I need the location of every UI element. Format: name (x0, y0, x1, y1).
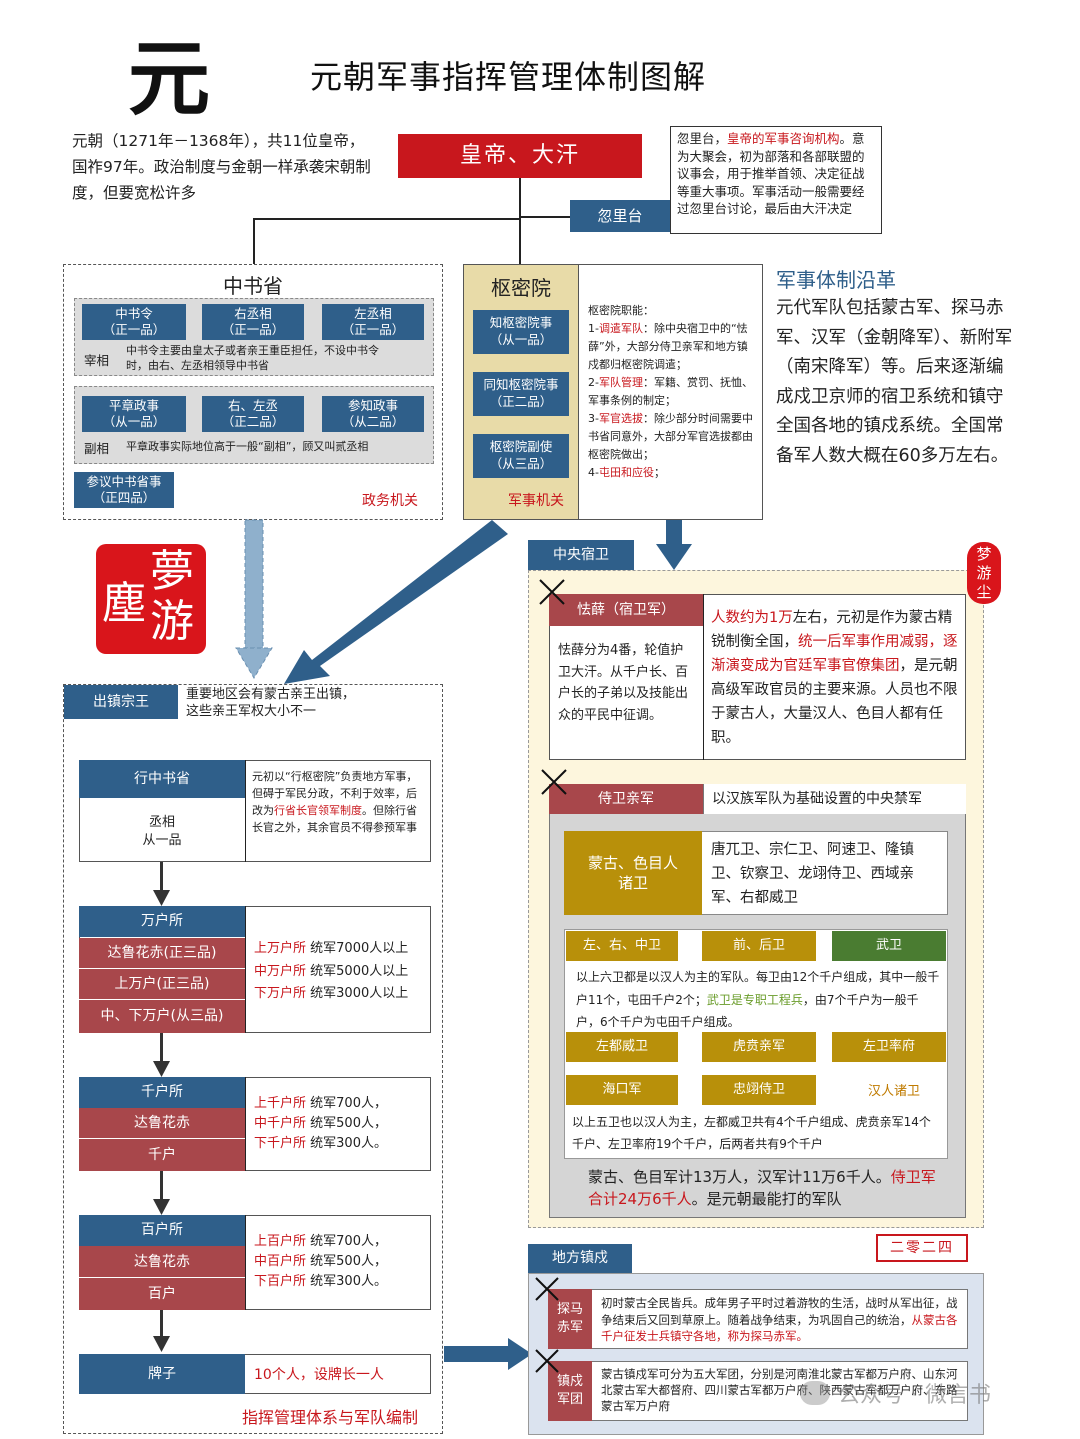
emperor-box: 皇帝、大汗 (398, 134, 642, 178)
post-zhishumi: 知枢密院事（从一品） (473, 310, 569, 354)
han-label: 汉人诸卫 (868, 1084, 921, 1099)
connector (253, 218, 255, 264)
wei-wuwei: 武卫 (832, 931, 946, 961)
cross-icon (535, 1349, 559, 1373)
tanma-head: 探马赤军 (548, 1289, 592, 1349)
left-label: 指挥管理体系与军队编制 (242, 1408, 419, 1427)
qianhu-row-1: 达鲁花赤 (79, 1108, 245, 1139)
title-big-char: 元 (128, 31, 211, 127)
shiwei-head: 侍卫亲军 (549, 784, 703, 814)
evolution-title: 军事体制沿革 (776, 268, 896, 292)
five-note: 以上五卫也以汉人为主，左都威卫共有4个千户组成、虎贲亲军14个千户、左卫率府19… (572, 1115, 931, 1151)
shumi-label: 军事机关 (508, 493, 564, 509)
shiwei-sum: 蒙古、色目军计13万人，汉军计11万6千人。侍卫军合计24万6千人。是元朝最能打… (588, 1168, 936, 1208)
shumi-title: 枢密院 (491, 276, 551, 300)
cross-icon (541, 769, 567, 795)
wei-zuoweilv: 左卫率府 (832, 1032, 946, 1062)
tanma-card (548, 1289, 968, 1349)
wanhu-head: 万户所 (79, 906, 245, 937)
wanhu-row-1: 达鲁花赤(正三品) (79, 938, 245, 969)
post-youzuocheng: 右、左丞（正二品） (202, 396, 304, 432)
divider (703, 594, 704, 760)
post-pingzhang: 平章政事（从一品） (82, 396, 186, 432)
post-fushi: 枢密院副使（从三品） (473, 434, 569, 478)
tanma-note: 初时蒙古全民皆兵。成年男子平时过着游牧的生活，战时从军出征，战争结束后又回到草原… (601, 1296, 958, 1343)
mongol-box: 蒙古、色目人诸卫 (564, 831, 702, 915)
baihu-head: 百户所 (79, 1215, 245, 1246)
shumi-duties-panel (579, 264, 763, 520)
divider (245, 760, 246, 862)
zhongshu-label: 政务机关 (362, 493, 418, 509)
baihu-lines: 上百户所 统军700人， 中百户所 统军500人， 下百户所 统军300人。 (254, 1234, 387, 1289)
paizi-note: 10个人，设牌长一人 (254, 1367, 384, 1383)
group-label-fuxiang: 副相 (84, 441, 110, 456)
connector (253, 218, 520, 220)
paizi-head: 牌子 (79, 1354, 245, 1394)
connector (520, 216, 570, 218)
mongol-list: 唐兀卫、宗仁卫、阿速卫、隆镇卫、钦察卫、龙翊侍卫、西域亲军、右都威卫 (711, 842, 914, 906)
wechat-icon (800, 1381, 830, 1405)
baihu-row-1: 达鲁花赤 (79, 1246, 245, 1278)
kexue-right: 人数约为1万左右，元初是作为蒙古精锐制衡全国，统一后军事作用减弱，逐渐演变成为官… (711, 610, 958, 746)
xingsheng-post: 丞相从一品 (142, 815, 182, 848)
wei-zhongyi: 忠翊侍卫 (702, 1075, 816, 1105)
post-zuochengxiang: 左丞相（正一品） (322, 304, 424, 340)
baihu-row-2: 百户 (79, 1278, 245, 1310)
zaixiang-note: 中书令主要由皇太子或者亲王重臣担任，不设中书令时，由右、左丞相领导中书省 (126, 344, 379, 372)
tab-local: 地方镇戍 (528, 1244, 632, 1273)
page-title: 元朝军事指挥管理体制图解 (310, 58, 707, 96)
post-tongzhi: 同知枢密院事（正二品） (473, 372, 569, 416)
post-canyi: 参议中书省事（正四品） (74, 472, 174, 508)
zhenshu-note: 蒙古镇戍军可分为五大军团，分别是河南淮北蒙古军都万户府、山东河北蒙古军大都督府、… (601, 1367, 958, 1413)
wanhu-row-3: 中、下万户(从三品) (79, 1000, 245, 1033)
post-canzhi: 参知政事（从二品） (322, 396, 424, 432)
seal-stamp: 塵 夢 游 (96, 544, 206, 654)
divider (245, 1077, 246, 1171)
divider (245, 1215, 246, 1310)
evolution-text: 元代军队包括蒙古军、探马赤军、汉军（金朝降军）、新附军（南宋降军）等。后来逐渐编… (776, 298, 1013, 466)
intro-text: 元朝（1271年－1368年），共11位皇帝，国祚97年。政治制度与金朝一样承袭… (72, 132, 371, 202)
cross-icon (539, 579, 565, 605)
khuriltai-tab: 忽里台 (570, 200, 670, 232)
connector (519, 178, 521, 264)
wei-huben: 虎贲亲军 (702, 1032, 816, 1062)
xingsheng-card (79, 760, 431, 862)
group-label-zaixiang: 宰相 (84, 353, 110, 368)
post-youchengxiang: 右丞相（正一品） (202, 304, 304, 340)
kexue-head: 怯薛（宿卫军） (549, 594, 703, 626)
xingsheng-note: 元初以“行枢密院”负责地方军事，但碍于军民分政，不利于效率，后改为行省长官领军制… (252, 770, 418, 834)
zhenshu-card (548, 1361, 968, 1421)
shumi-duties: 枢密院职能： 1-调遣军队：除中央宿卫中的“怯薛”外，大部分侍卫亲军和地方镇戍都… (588, 304, 753, 479)
khuriltai-note: 忽里台，皇帝的军事咨询机构。意为大聚会，初为部落和各部联盟的议事会，用于推举首领… (670, 126, 882, 234)
tab-chuzhen: 出镇宗王 (64, 685, 178, 719)
stamp-mengyouchen: 梦游尘 (967, 542, 1001, 604)
left-panel (63, 684, 443, 1434)
wei-qianhou: 前、后卫 (702, 931, 816, 961)
cross-icon (535, 1277, 559, 1301)
xingsheng-head: 行中书省 (79, 760, 245, 798)
zhenshu-head: 镇戍军团 (548, 1361, 592, 1421)
zhongshu-title: 中书省 (223, 274, 283, 298)
tab-central: 中央宿卫 (528, 540, 634, 570)
wei-haikou: 海口军 (566, 1075, 678, 1105)
year-badge: 二零二四 (876, 1234, 968, 1262)
wanhu-lines: 上万户所 统军7000人以上 中万户所 统军5000人以上 下万户所 统军300… (254, 941, 409, 1001)
kexue-left: 怯薛分为4番，轮值护卫大汗。从千户长、百户长的子弟以及技能出众的平民中征调。 (558, 643, 689, 723)
wei-zuoyouzhong: 左、右、中卫 (566, 931, 678, 961)
fuxiang-note: 平章政事实际地位高于一般“副相”，顾又叫贰丞相 (126, 440, 369, 453)
qianhu-row-2: 千户 (79, 1139, 245, 1171)
wanhu-row-2: 上万户(正三品) (79, 969, 245, 1000)
shiwei-desc: 以汉族军队为基础设置的中央禁军 (703, 784, 966, 814)
six-note: 以上六卫都是以汉人为主的军队。每卫由12个千户组成，其中一般千户11个，屯田千户… (576, 970, 940, 1029)
qianhu-head: 千户所 (79, 1077, 245, 1108)
post-zhongshuling: 中书令（正一品） (82, 304, 186, 340)
divider (245, 906, 246, 1033)
wei-zuduwei: 左都威卫 (566, 1032, 678, 1062)
watermark: 公众号 · 微言书 (838, 1383, 991, 1408)
chuzhen-note: 重要地区会有蒙古亲王出镇，这些亲王军权大小不一 (186, 687, 356, 719)
qianhu-lines: 上千户所 统军700人， 中千户所 统军500人， 下千户所 统军300人。 (254, 1096, 387, 1151)
